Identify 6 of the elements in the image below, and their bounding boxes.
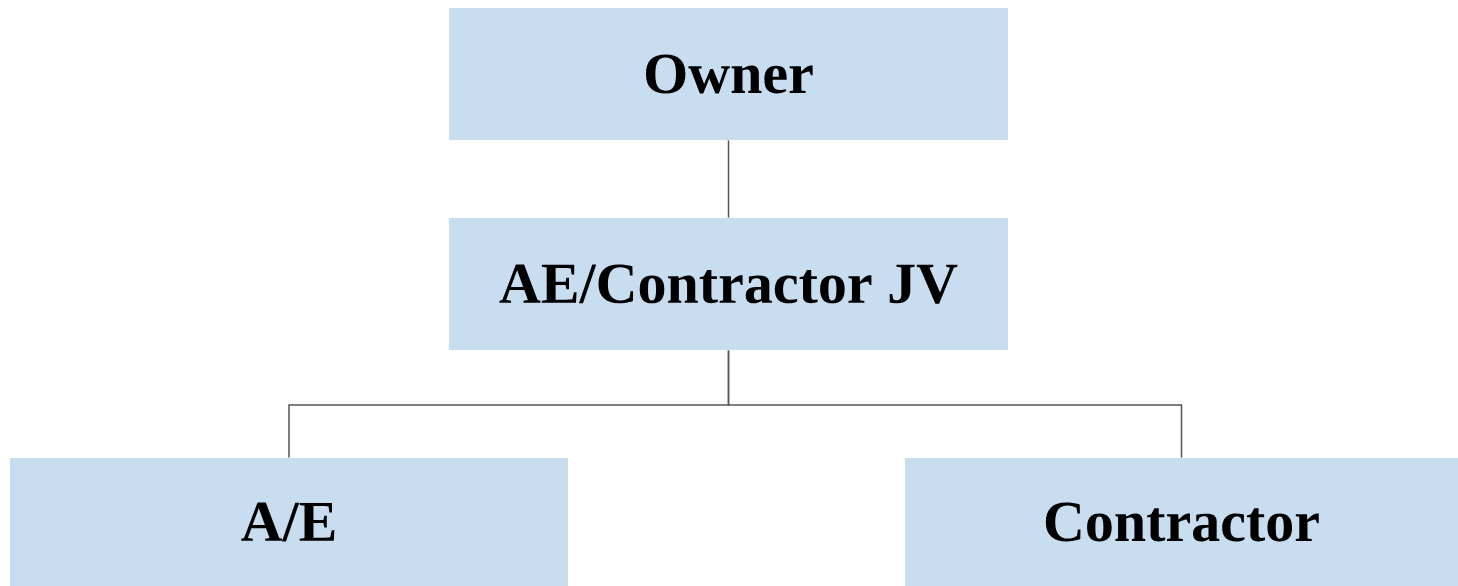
connector-line [727, 139, 730, 219]
org-box: AE/Contractor JV [449, 218, 1008, 350]
org-box: A/E [10, 458, 568, 586]
org-box: Contractor [905, 458, 1458, 586]
connector-line [727, 349, 1183, 459]
org-box: Owner [449, 8, 1008, 140]
